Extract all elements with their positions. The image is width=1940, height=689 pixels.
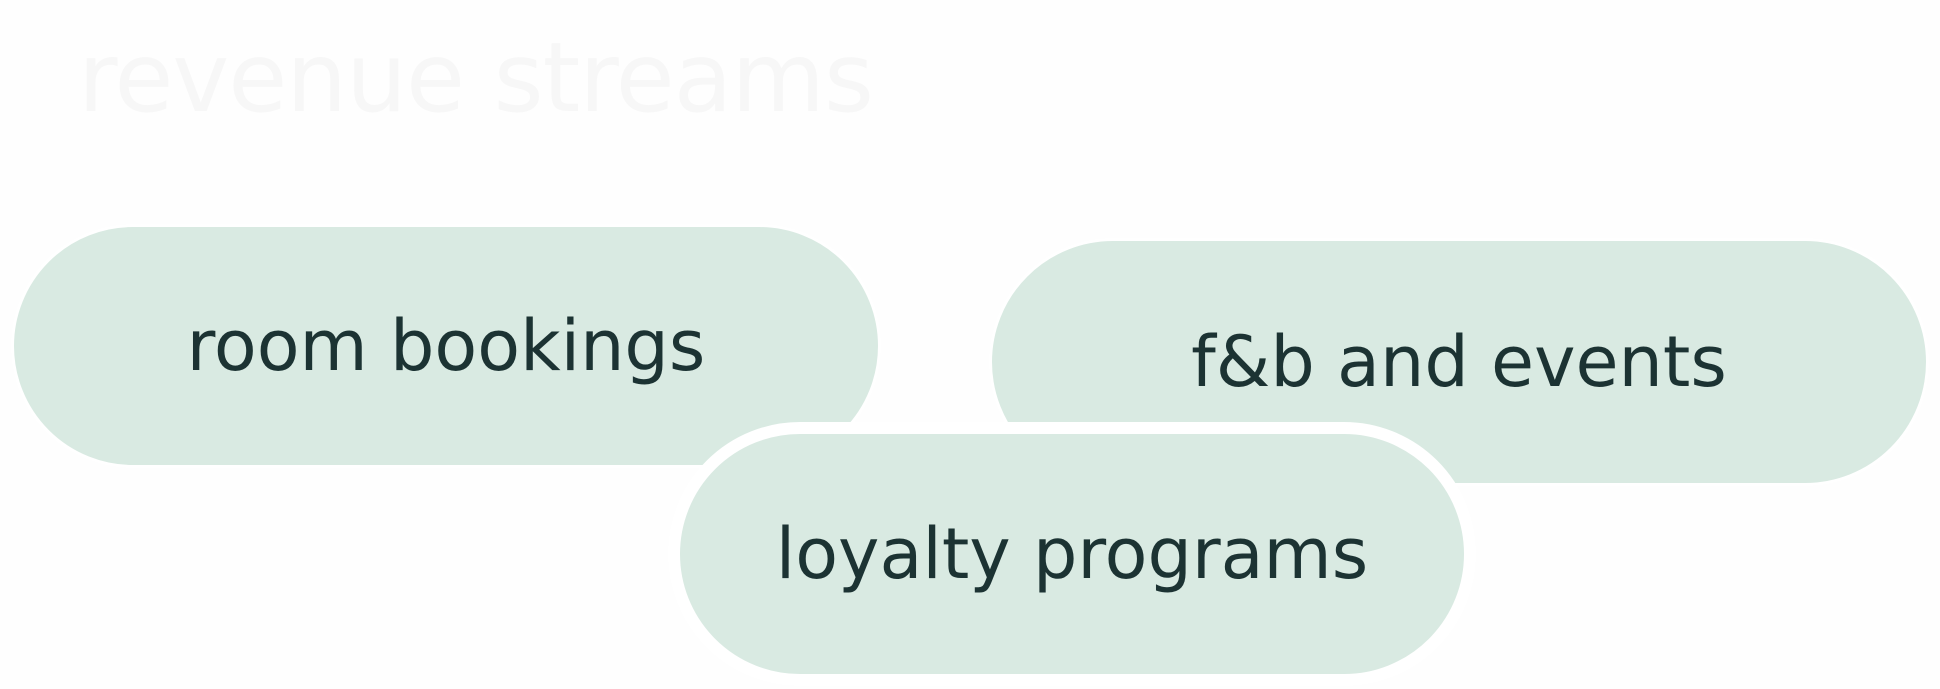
pill-label: room bookings (186, 305, 706, 387)
pill-label: f&b and events (1191, 321, 1727, 403)
diagram-title: revenue streams (78, 22, 874, 134)
pill-label: loyalty programs (775, 513, 1369, 595)
pill-loyalty-programs[interactable]: loyalty programs (668, 422, 1476, 686)
